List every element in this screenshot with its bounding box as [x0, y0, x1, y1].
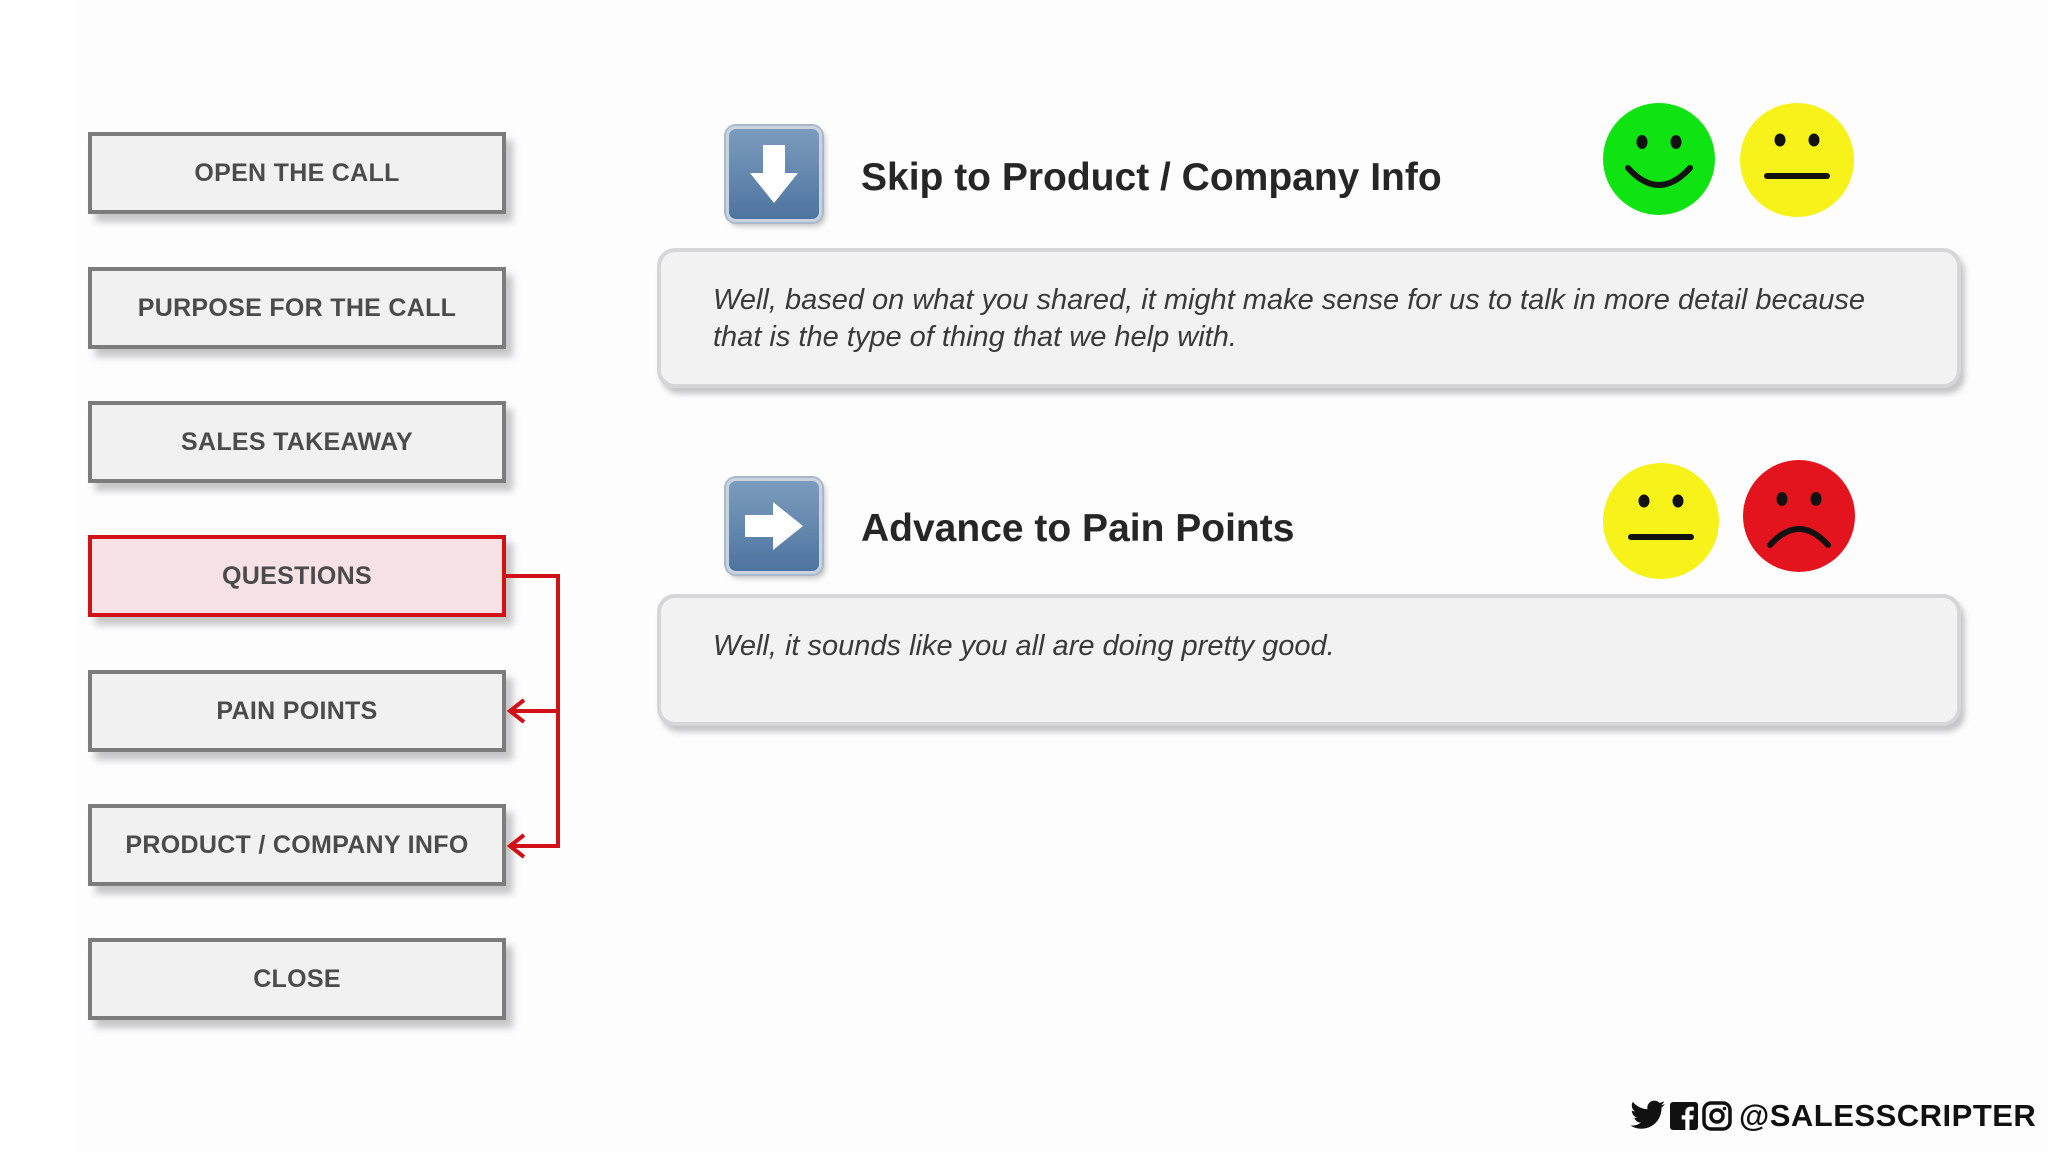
nav-close-button[interactable]: CLOSE [88, 938, 506, 1020]
script-text: Well, based on what you shared, it might… [713, 284, 1866, 353]
nav-sales-takeaway-button[interactable]: SALES TAKEAWAY [88, 401, 506, 483]
nav-questions-button[interactable]: QUESTIONS [88, 535, 506, 617]
script-box-skip-to-product: Well, based on what you shared, it might… [657, 248, 1961, 388]
twitter-icon[interactable] [1630, 1100, 1666, 1132]
flow-connector-arrows [506, 574, 560, 859]
script-text: Well, it sounds like you all are doing p… [713, 630, 1335, 662]
nav-open-the-call-button[interactable]: OPEN THE CALL [88, 132, 506, 214]
neutral-face-icon [1603, 463, 1719, 579]
happy-face-icon [1603, 103, 1715, 215]
script-box-advance-to-pain-points: Well, it sounds like you all are doing p… [657, 594, 1961, 726]
nav-pain-points-button[interactable]: PAIN POINTS [88, 670, 506, 752]
facebook-icon[interactable] [1669, 1101, 1699, 1131]
nav-product-company-info-button[interactable]: PRODUCT / COMPANY INFO [88, 804, 506, 886]
nav-purpose-for-the-call-button[interactable]: PURPOSE FOR THE CALL [88, 267, 506, 349]
instagram-icon[interactable] [1702, 1101, 1732, 1131]
arrow-down-icon [726, 126, 822, 222]
neutral-face-icon [1740, 103, 1854, 217]
sad-face-icon [1743, 460, 1855, 572]
social-handle[interactable]: @SALESSCRIPTER [1739, 1098, 2037, 1133]
social-footer: @SALESSCRIPTER [1630, 1096, 2036, 1136]
section-title-skip-to-product: Skip to Product / Company Info [861, 156, 1442, 199]
section-title-advance-to-pain-points: Advance to Pain Points [861, 507, 1295, 550]
arrow-right-icon [726, 478, 822, 574]
